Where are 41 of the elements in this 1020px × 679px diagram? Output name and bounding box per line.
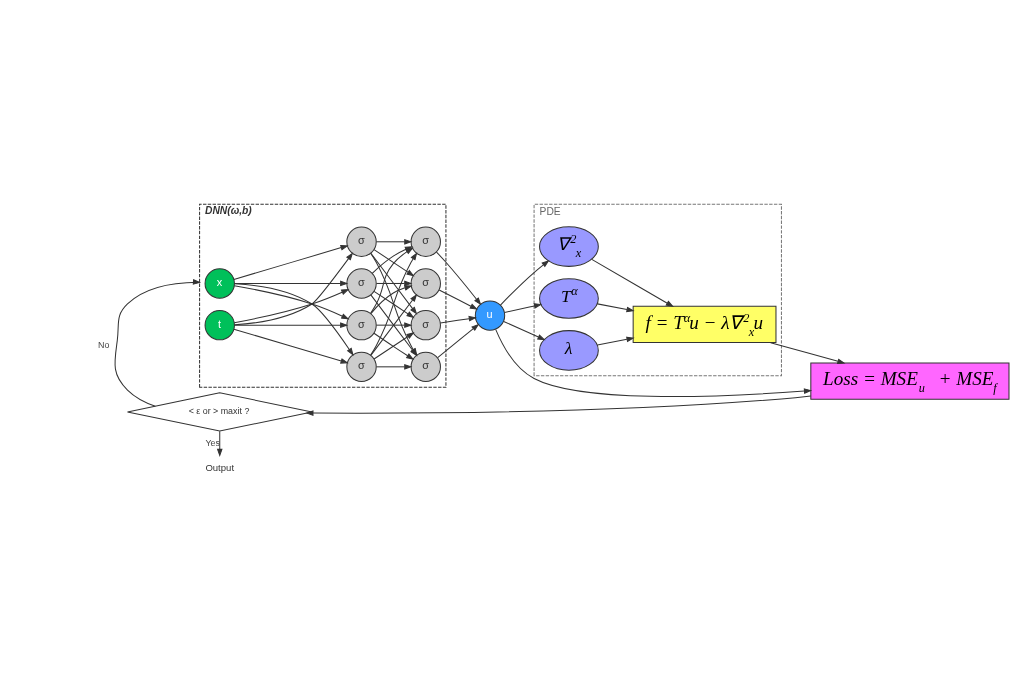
- arrow: [113, 279, 201, 407]
- node-circle: σ: [410, 226, 441, 257]
- node-circle: σ: [410, 351, 441, 383]
- arrow: [769, 342, 846, 365]
- arrow: [590, 258, 674, 308]
- arrow: [375, 322, 412, 328]
- node-circle: σ: [345, 268, 377, 299]
- edge-label: No: [97, 339, 109, 350]
- arrow: [232, 244, 349, 280]
- node-circle: σ: [345, 309, 377, 341]
- node-text: Output: [204, 461, 234, 473]
- node-circle: u: [474, 300, 505, 331]
- arrow: [435, 251, 481, 306]
- arrow: [233, 283, 354, 356]
- node-ellipse: T$^{α}$: [538, 278, 599, 319]
- node-circle: σ: [410, 309, 441, 341]
- arrow: [375, 363, 412, 370]
- node-circle: t: [204, 309, 235, 341]
- arrow: [499, 260, 550, 306]
- node-circle: σ: [410, 268, 441, 299]
- arrow: [502, 320, 546, 341]
- node-box: f = T$^{α}$u − λ∇$^{2}$$_{x}$u: [632, 305, 776, 344]
- node-circle: σ: [345, 351, 377, 383]
- arrow: [436, 323, 479, 359]
- arrow: [233, 252, 353, 326]
- arrow: [494, 328, 812, 398]
- node-circle: σ: [345, 226, 377, 257]
- arrow: [232, 328, 349, 364]
- arrow: [304, 395, 811, 416]
- arrow: [233, 280, 348, 287]
- arrow: [596, 336, 635, 346]
- arrow: [375, 280, 412, 287]
- arrow: [233, 322, 348, 328]
- arrow: [375, 238, 412, 245]
- arrow: [503, 303, 542, 314]
- arrow: [439, 315, 477, 324]
- arrow: [596, 303, 635, 313]
- arrow: [216, 430, 223, 458]
- node-circle: x: [204, 268, 235, 299]
- node-box: Loss = MSE$_{u}$ + MSE$_{f}$: [809, 362, 1009, 400]
- arrow: [438, 289, 478, 310]
